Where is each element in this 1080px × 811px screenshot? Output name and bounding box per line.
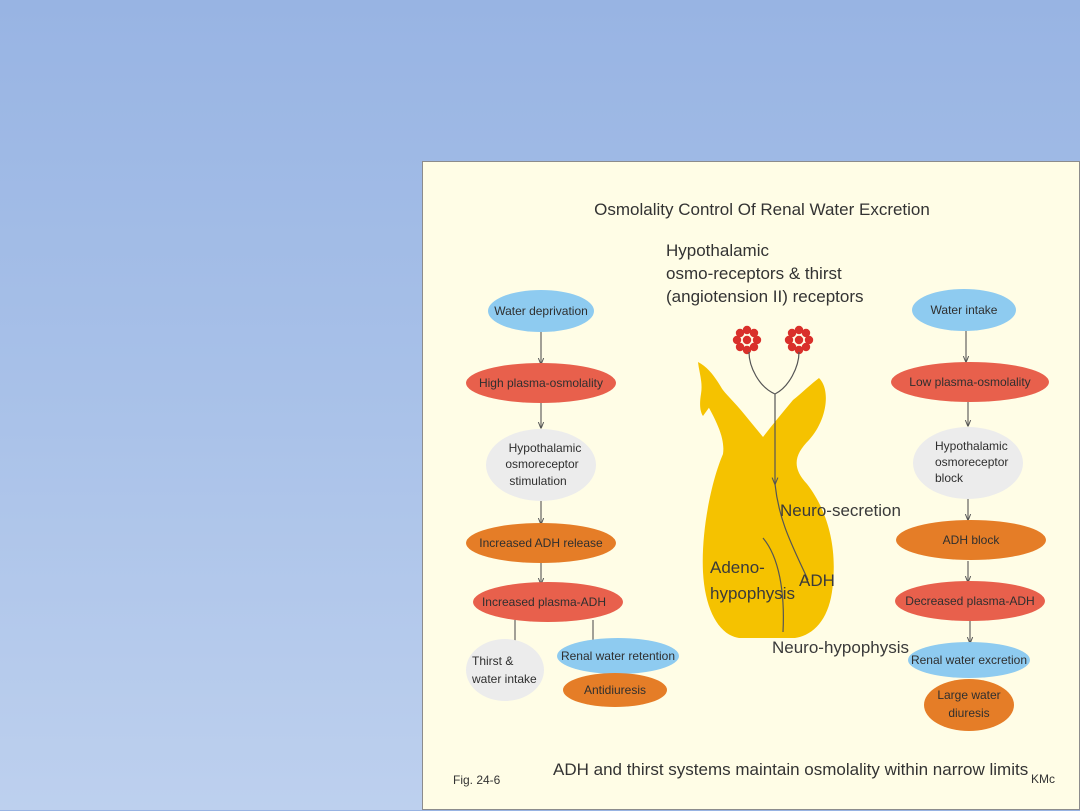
receptor-cluster-right (784, 325, 814, 355)
stimulation-text-2: osmoreceptor (505, 457, 578, 471)
receptor-cluster-left (732, 325, 762, 355)
node-osmoreceptor-stimulation: Hypothalamic osmoreceptor stimulation (486, 429, 596, 501)
increased-plasma-adh-text: Increased plasma-ADH (482, 595, 606, 609)
water-deprivation-text: Water deprivation (494, 304, 588, 318)
figure-number: Fig. 24-6 (453, 773, 501, 787)
decreased-plasma-adh-text: Decreased plasma-ADH (905, 594, 1034, 608)
block-text-3: block (935, 471, 964, 485)
water-intake-text: Water intake (931, 303, 998, 317)
gland-shape (698, 362, 834, 638)
node-water-retention: Renal water retention (557, 638, 679, 674)
water-retention-text: Renal water retention (561, 649, 675, 663)
osmolality-diagram: Osmolality Control Of Renal Water Excret… (453, 200, 1055, 787)
thirst-text-2: water intake (471, 672, 537, 686)
figure-title: Osmolality Control Of Renal Water Excret… (594, 200, 930, 219)
adenohypophysis-label-line-1: Adeno- (710, 558, 765, 577)
receptors-label-line-1: Hypothalamic (666, 241, 769, 260)
node-thirst: Thirst & water intake (466, 639, 544, 701)
pituitary-gland (698, 362, 834, 638)
antidiuresis-text: Antidiuresis (584, 683, 646, 697)
node-decreased-plasma-adh: Decreased plasma-ADH (895, 581, 1045, 621)
block-text-1: Hypothalamic (935, 439, 1008, 453)
node-water-intake: Water intake (912, 289, 1016, 331)
node-adh-block: ADH block (896, 520, 1046, 560)
node-increased-plasma-adh: Increased plasma-ADH (473, 582, 623, 622)
thirst-text-1: Thirst & (472, 654, 513, 668)
neuron-fiber (748, 351, 800, 444)
diuresis-text-2: diuresis (948, 706, 989, 720)
adh-release-text: Increased ADH release (479, 536, 603, 550)
neuro-secretion-label: Neuro-secretion (780, 501, 901, 520)
node-high-osmolality: High plasma-osmolality (466, 363, 616, 403)
water-excretion-text: Renal water excretion (911, 653, 1027, 667)
adh-block-text: ADH block (943, 533, 1001, 547)
adh-gland-label: ADH (799, 571, 835, 590)
node-large-diuresis: Large water diuresis (924, 679, 1014, 731)
gland-divider (762, 537, 784, 633)
diuresis-text-1: Large water (937, 688, 1000, 702)
figure-author: KMc (1031, 772, 1055, 786)
receptors-label-line-2: osmo-receptors & thirst (666, 264, 842, 283)
node-water-deprivation: Water deprivation (488, 290, 594, 332)
stimulation-text-1: Hypothalamic (509, 441, 582, 455)
adenohypophysis-label-line-2: hypophysis (710, 584, 795, 603)
neuron-fiber-lower (774, 483, 809, 581)
node-water-excretion: Renal water excretion (908, 642, 1030, 678)
node-adh-release: Increased ADH release (466, 523, 616, 563)
gland-stalk-tip (700, 392, 723, 416)
figure-panel: Osmolality Control Of Renal Water Excret… (422, 161, 1080, 810)
low-osmolality-text: Low plasma-osmolality (909, 375, 1030, 389)
node-antidiuresis: Antidiuresis (563, 673, 667, 707)
neurohypophysis-label: Neuro-hypophysis (772, 638, 909, 657)
receptors-label-line-3: (angiotension II) receptors (666, 287, 864, 306)
high-osmolality-text: High plasma-osmolality (479, 376, 603, 390)
right-arrows (966, 331, 970, 643)
block-text-2: osmoreceptor (935, 455, 1008, 469)
figure-caption: ADH and thirst systems maintain osmolali… (553, 760, 1028, 779)
node-low-osmolality: Low plasma-osmolality (891, 362, 1049, 402)
node-osmoreceptor-block: Hypothalamic osmoreceptor block (913, 427, 1023, 499)
stimulation-text-3: stimulation (509, 474, 566, 488)
